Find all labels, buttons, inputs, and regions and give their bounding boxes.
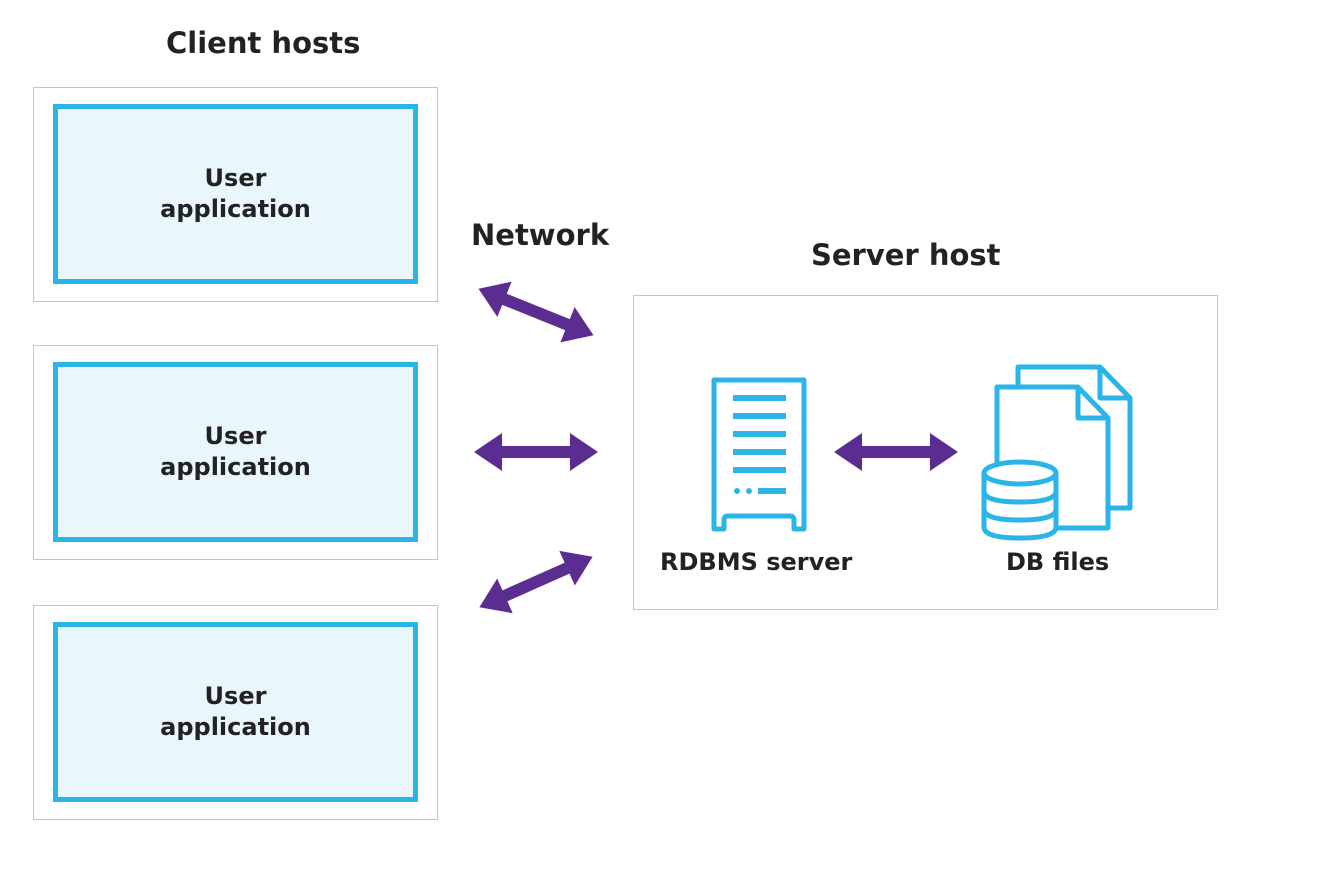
network-arrow-bottom <box>471 539 601 625</box>
user-application-3-line2: application <box>160 713 311 741</box>
rdbms-server-label: RDBMS server <box>660 548 853 576</box>
db-files-label: DB files <box>1006 548 1110 576</box>
client-hosts-title: Client hosts <box>166 26 361 60</box>
user-application-3-line1: User <box>204 682 267 710</box>
user-application-2: User application <box>53 362 418 542</box>
network-arrow-top <box>471 271 601 353</box>
db-files-icon <box>981 364 1133 541</box>
user-application-1-line1: User <box>204 164 267 192</box>
user-application-1: User application <box>53 104 418 284</box>
client-host-2: User application <box>33 345 438 560</box>
server-host-title: Server host <box>811 238 1001 272</box>
user-application-2-line1: User <box>204 422 267 450</box>
server-tower-icon <box>711 377 807 532</box>
user-application-2-line2: application <box>160 453 311 481</box>
client-host-3: User application <box>33 605 438 820</box>
client-host-1: User application <box>33 87 438 302</box>
network-arrow-middle <box>474 433 598 471</box>
network-title: Network <box>471 218 610 252</box>
user-application-3: User application <box>53 622 418 802</box>
user-application-1-line2: application <box>160 195 311 223</box>
server-files-arrow <box>834 433 958 471</box>
